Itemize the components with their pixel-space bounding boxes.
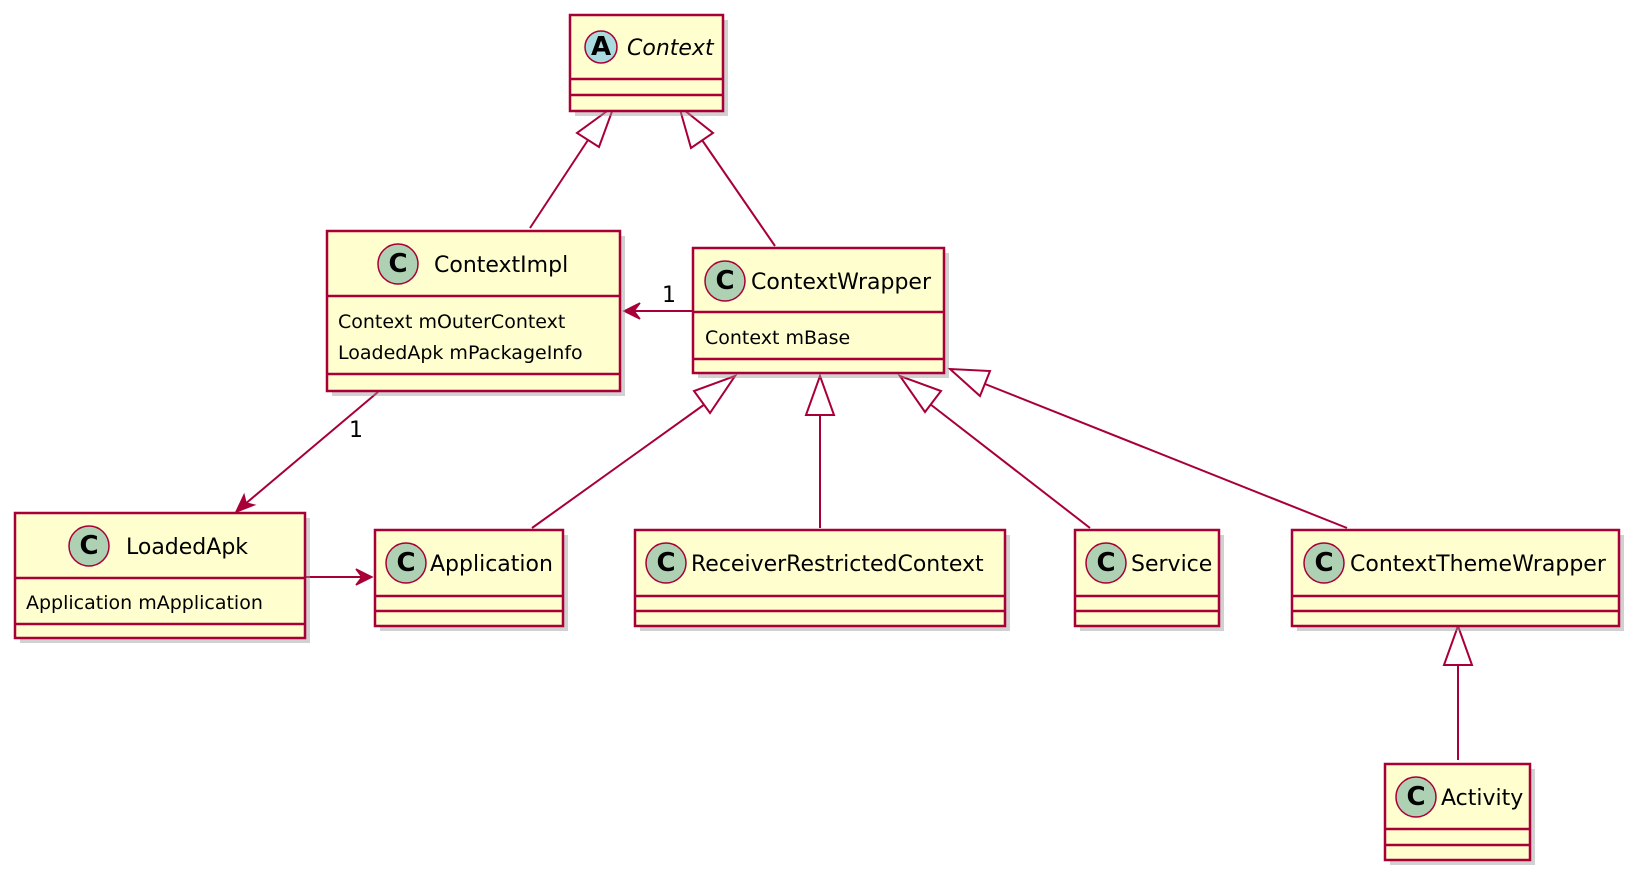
class-name: ContextWrapper xyxy=(751,270,932,295)
abstract-class-icon xyxy=(584,30,618,64)
class-name: Service xyxy=(1131,552,1212,577)
class-icon xyxy=(1395,776,1437,818)
svg-text:C: C xyxy=(1314,548,1333,578)
edge-contextwrapper-to-context xyxy=(701,139,776,247)
association-arrow-icon xyxy=(622,302,641,320)
class-contextthemewrapper[interactable]: C ContextThemeWrapper xyxy=(1290,528,1624,631)
svg-text:C: C xyxy=(1406,782,1425,812)
edge-contextimpl-to-context xyxy=(529,139,589,229)
class-attribute: Context mOuterContext xyxy=(338,311,565,333)
class-name: LoadedApk xyxy=(126,535,248,560)
inheritance-arrow-icon xyxy=(1442,623,1474,666)
class-icon xyxy=(645,542,687,584)
inheritance-arrow-icon xyxy=(947,367,992,398)
svg-text:C: C xyxy=(656,548,675,578)
svg-text:C: C xyxy=(715,266,734,296)
class-activity[interactable]: C Activity xyxy=(1383,762,1535,865)
class-icon xyxy=(1085,542,1127,584)
class-name: Application xyxy=(430,552,553,577)
class-name: ReceiverRestrictedContext xyxy=(691,552,984,577)
class-context[interactable]: A Context xyxy=(568,13,728,116)
class-icon xyxy=(704,260,746,302)
class-icon xyxy=(377,243,419,285)
class-service[interactable]: C Service xyxy=(1073,528,1224,631)
class-attribute: Application mApplication xyxy=(26,592,263,614)
inheritance-arrow-icon xyxy=(804,373,836,416)
svg-text:C: C xyxy=(396,548,415,578)
class-attribute: Context mBase xyxy=(705,327,850,349)
inheritance-arrow-icon xyxy=(677,103,715,150)
edges: 1 1 xyxy=(234,103,1474,760)
association-arrow-icon xyxy=(355,568,374,586)
class-name: ContextThemeWrapper xyxy=(1350,552,1607,577)
svg-text:C: C xyxy=(1096,548,1115,578)
class-icon xyxy=(1303,542,1345,584)
class-contextimpl[interactable]: C ContextImpl Context mOuterContext Load… xyxy=(325,229,625,396)
inheritance-arrow-icon xyxy=(575,103,617,149)
class-receiverrestrictedcontext[interactable]: C ReceiverRestrictedContext xyxy=(633,528,1010,631)
multiplicity-label: 1 xyxy=(349,418,363,443)
class-attribute: LoadedApk mPackageInfo xyxy=(338,342,583,364)
svg-text:A: A xyxy=(591,32,611,62)
class-contextwrapper[interactable]: C ContextWrapper Context mBase xyxy=(691,246,949,378)
class-name: ContextImpl xyxy=(434,253,568,278)
svg-text:C: C xyxy=(388,249,407,279)
association-arrow-icon xyxy=(234,492,257,514)
class-name: Context xyxy=(627,36,715,61)
class-name: Activity xyxy=(1441,786,1523,811)
inheritance-arrow-icon xyxy=(897,373,943,414)
svg-text:C: C xyxy=(79,531,98,561)
edge-themewrapper-to-contextwrapper xyxy=(984,383,1348,529)
class-icon xyxy=(385,542,427,584)
multiplicity-label: 1 xyxy=(662,283,676,308)
class-application[interactable]: C Application xyxy=(373,528,568,631)
class-loadedapk[interactable]: C LoadedApk Application mApplication xyxy=(13,511,310,643)
edge-service-to-contextwrapper xyxy=(929,403,1091,529)
class-icon xyxy=(68,525,110,567)
edge-contextimpl-to-loadedapk xyxy=(237,391,379,511)
edge-application-to-contextwrapper xyxy=(531,403,706,529)
inheritance-arrow-icon xyxy=(692,373,738,415)
